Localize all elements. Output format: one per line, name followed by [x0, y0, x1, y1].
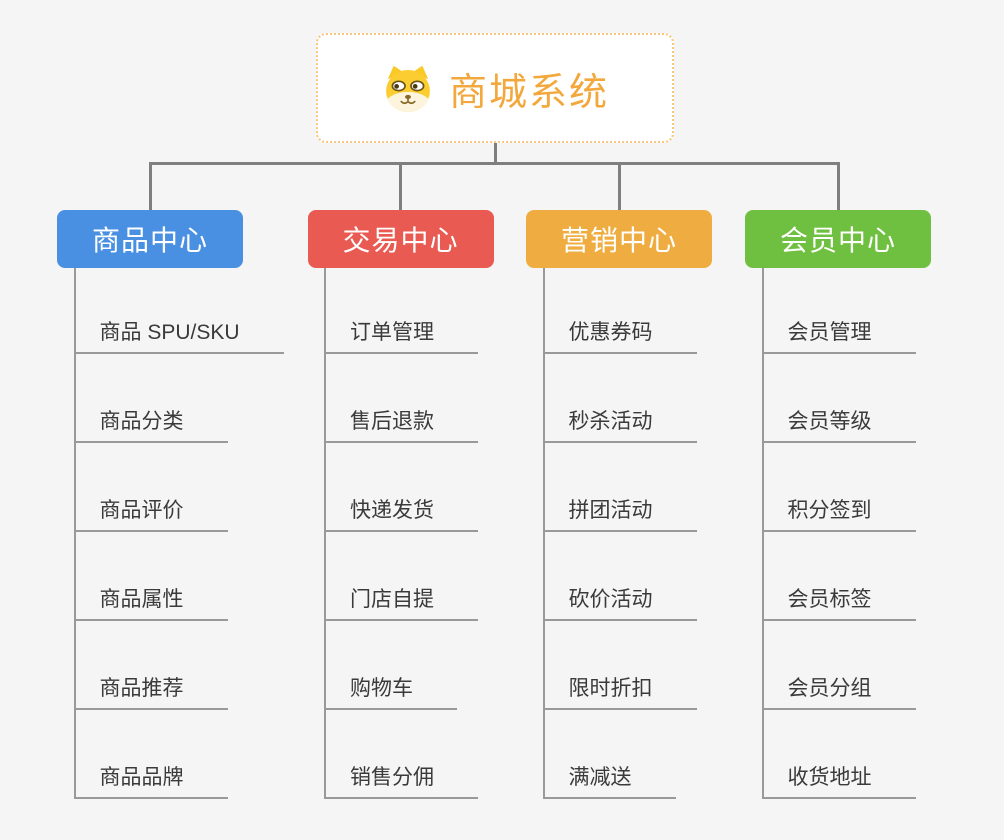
- subtopic-node[interactable]: 收货地址: [761, 764, 916, 799]
- branch-node-4[interactable]: 会员中心: [745, 210, 931, 268]
- subtopic-node[interactable]: 商品分类: [73, 408, 228, 443]
- branch-connector-line: [399, 162, 402, 210]
- branch-connector-line: [148, 162, 152, 210]
- subtopic-node[interactable]: 商品品牌: [73, 764, 228, 799]
- subtopic-node[interactable]: 会员标签: [761, 586, 916, 621]
- subtopic-node[interactable]: 砍价活动: [542, 586, 697, 621]
- branch-spine-line: [542, 268, 545, 798]
- root-topic-node[interactable]: 商城系统: [316, 33, 674, 143]
- subtopic-node[interactable]: 商品属性: [73, 586, 228, 621]
- subtopic-node[interactable]: 秒杀活动: [542, 408, 697, 443]
- subtopic-node[interactable]: 拼团活动: [542, 497, 697, 532]
- subtopic-node[interactable]: 优惠券码: [542, 319, 697, 354]
- subtopic-node[interactable]: 会员等级: [761, 408, 916, 443]
- subtopic-node[interactable]: 销售分佣: [324, 764, 478, 799]
- subtopic-node[interactable]: 商品评价: [73, 497, 228, 532]
- branch-spine-line: [761, 268, 764, 798]
- branch-spine-line: [324, 268, 326, 798]
- subtopic-node[interactable]: 会员分组: [761, 675, 916, 710]
- subtopic-node[interactable]: 售后退款: [324, 408, 478, 443]
- branch-connector-line: [617, 162, 621, 210]
- bus-connector-line: [148, 162, 840, 165]
- root-topic-label: 商城系统: [448, 71, 609, 114]
- subtopic-node[interactable]: 限时折扣: [542, 675, 697, 710]
- subtopic-node[interactable]: 订单管理: [324, 319, 478, 354]
- subtopic-node[interactable]: 商品推荐: [73, 675, 228, 710]
- branch-connector-line: [836, 162, 840, 210]
- dog-face-icon: [381, 64, 435, 113]
- subtopic-node[interactable]: 商品 SPU/SKU: [73, 319, 284, 354]
- subtopic-node[interactable]: 门店自提: [324, 586, 478, 621]
- subtopic-node[interactable]: 购物车: [324, 675, 457, 710]
- root-connector-line: [493, 143, 497, 165]
- subtopic-node[interactable]: 满减送: [542, 764, 676, 799]
- branch-node-3[interactable]: 营销中心: [526, 210, 712, 268]
- subtopic-node[interactable]: 快递发货: [324, 497, 478, 532]
- subtopic-node[interactable]: 会员管理: [761, 319, 916, 354]
- subtopic-node[interactable]: 积分签到: [761, 497, 916, 532]
- branch-node-1[interactable]: 商品中心: [57, 210, 243, 268]
- branch-spine-line: [73, 268, 76, 798]
- branch-node-2[interactable]: 交易中心: [307, 210, 494, 268]
